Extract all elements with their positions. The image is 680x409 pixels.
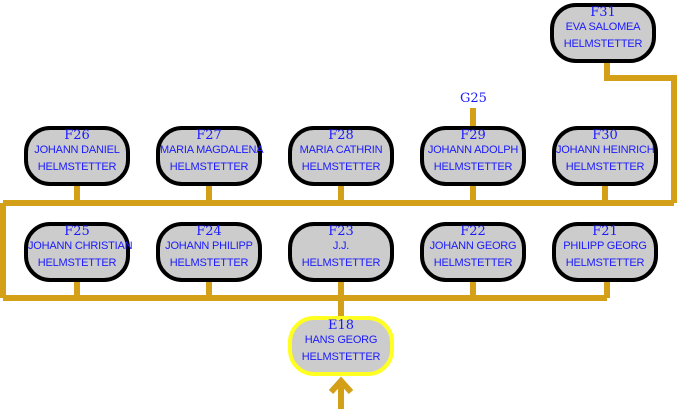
person-id: F26 [64, 128, 90, 143]
person-first-name: JOHANN DANIEL [34, 144, 120, 156]
person-id: F27 [196, 128, 222, 143]
person-id: F29 [460, 128, 486, 143]
person-node-f21[interactable]: F21 PHILIPP GEORG HELMSTETTER [552, 222, 658, 282]
person-id: F28 [328, 128, 354, 143]
person-node-e18-root[interactable]: E18 HANS GEORG HELMSTETTER [288, 316, 394, 376]
person-node-f30[interactable]: F30 JOHANN HEINRICH HELMSTETTER [552, 126, 658, 186]
person-node-f28[interactable]: F28 MARIA CATHRIN HELMSTETTER [288, 126, 394, 186]
person-last-name: HELMSTETTER [301, 161, 381, 173]
connector-f31 [604, 63, 677, 203]
person-node-f23[interactable]: F23 J.J. HELMSTETTER [288, 222, 394, 282]
person-id: F22 [460, 224, 486, 239]
person-first-name: HANS GEORG [304, 334, 378, 346]
person-first-name: MARIA MAGDALENA [160, 144, 264, 156]
root-arrow-head [328, 376, 354, 395]
person-node-f25[interactable]: F25 JOHANN CHRISTIAN HELMSTETTER [24, 222, 133, 282]
person-first-name: EVA SALOMEA [565, 21, 641, 33]
person-node-f24[interactable]: F24 JOHANN PHILIPP HELMSTETTER [156, 222, 262, 282]
person-last-name: HELMSTETTER [433, 161, 513, 173]
person-node-f22[interactable]: F22 JOHANN GEORG HELMSTETTER [420, 222, 526, 282]
person-first-name: JOHANN HEINRICH [556, 144, 655, 156]
person-id: F23 [328, 224, 354, 239]
person-id: F21 [592, 224, 618, 239]
person-id: F30 [592, 128, 618, 143]
person-last-name: HELMSTETTER [37, 257, 117, 269]
person-id: F25 [64, 224, 90, 239]
person-node-f26[interactable]: F26 JOHANN DANIEL HELMSTETTER [24, 126, 130, 186]
person-last-name: HELMSTETTER [565, 161, 645, 173]
person-last-name: HELMSTETTER [301, 257, 381, 269]
person-last-name: HELMSTETTER [301, 351, 381, 363]
person-node-f29[interactable]: F29 JOHANN ADOLPH HELMSTETTER [420, 126, 526, 186]
person-first-name: JOHANN GEORG [429, 240, 517, 252]
person-last-name: HELMSTETTER [565, 257, 645, 269]
person-first-name: JOHANN ADOLPH [427, 144, 519, 156]
person-last-name: HELMSTETTER [37, 161, 117, 173]
person-first-name: JOHANN PHILIPP [165, 240, 253, 252]
person-last-name: HELMSTETTER [563, 38, 643, 50]
person-node-f31[interactable]: F31 EVA SALOMEA HELMSTETTER [550, 3, 656, 63]
person-id: F31 [590, 5, 616, 20]
person-last-name: HELMSTETTER [169, 161, 249, 173]
person-first-name: MARIA CATHRIN [299, 144, 383, 156]
person-last-name: HELMSTETTER [433, 257, 513, 269]
person-first-name: J.J. [332, 240, 350, 252]
person-first-name: JOHANN CHRISTIAN [28, 240, 133, 252]
person-id: F24 [196, 224, 222, 239]
person-id: E18 [327, 318, 355, 333]
person-node-f27[interactable]: F27 MARIA MAGDALENA HELMSTETTER [156, 126, 264, 186]
person-last-name: HELMSTETTER [169, 257, 249, 269]
person-first-name: PHILIPP GEORG [563, 240, 647, 252]
external-link-label[interactable]: G25 [460, 91, 487, 106]
